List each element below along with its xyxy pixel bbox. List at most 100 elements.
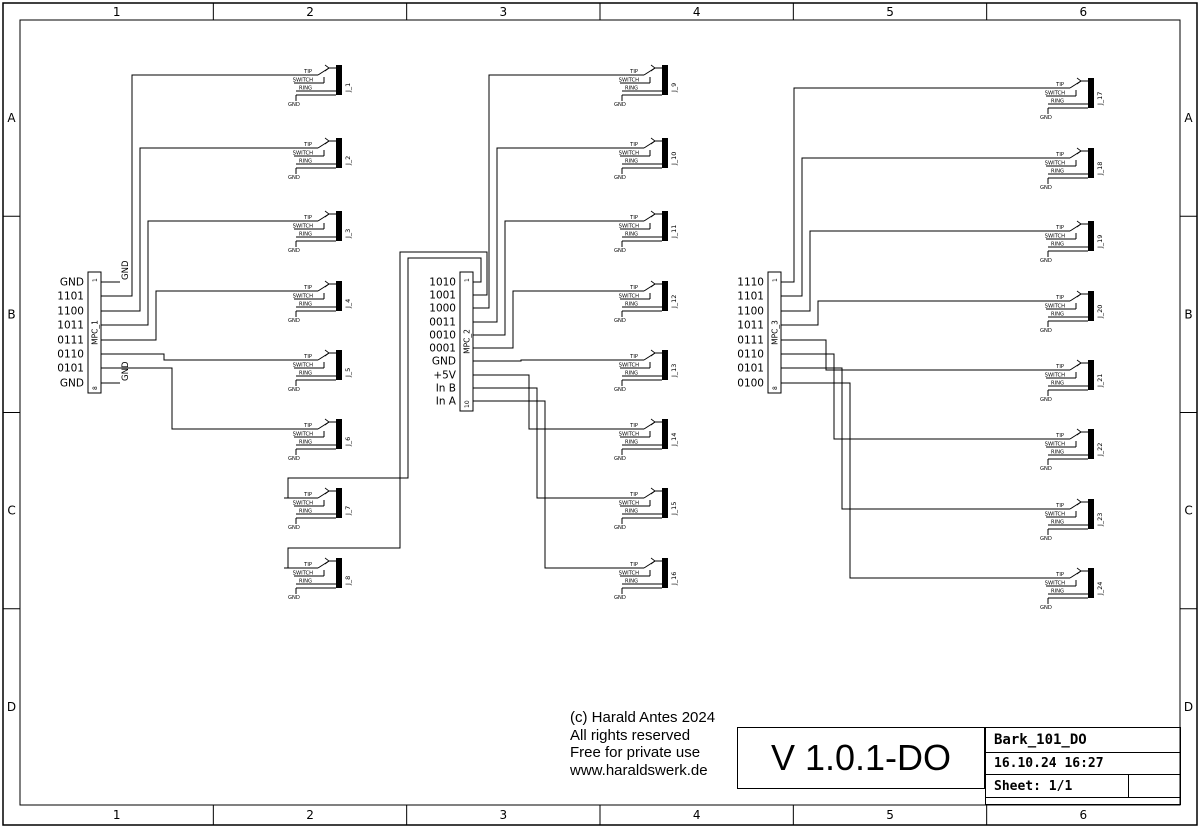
wire-20 (781, 300, 1036, 326)
wire-22 (781, 353, 1036, 440)
pin-number-top: 1 (772, 278, 779, 282)
jack-name: J_11 (670, 225, 678, 239)
lever-arrow-icon (324, 349, 330, 357)
gnd-label: GND (1040, 328, 1052, 334)
gnd-label: GND (288, 175, 300, 181)
switch-label: SWITCH (1045, 234, 1065, 240)
net-label: In A (436, 396, 457, 408)
copyright-block: (c) Harald Antes 2024 All rights reserve… (570, 709, 745, 779)
lever-arrow-icon (650, 210, 656, 218)
net-label: 1100 (737, 306, 764, 318)
gnd-label: GND (288, 456, 300, 462)
jack-body (336, 138, 342, 168)
lever-arrow-icon (650, 349, 656, 357)
gnd-label: GND (288, 525, 300, 531)
wire-14 (473, 374, 610, 430)
jack-body (336, 419, 342, 449)
ring-label: RING (1051, 520, 1064, 526)
jack-name: J_21 (1096, 374, 1104, 388)
switch-label: SWITCH (1045, 442, 1065, 448)
switch-label: SWITCH (293, 432, 313, 438)
gnd-stub-label: GND (121, 361, 131, 381)
tip-label: TIP (629, 492, 638, 498)
jack-name: J_5 (344, 368, 352, 378)
gnd-stub-label: GND (121, 260, 131, 280)
jack-name: J_7 (344, 506, 352, 516)
frame-col-label-top: 3 (500, 5, 508, 19)
lever-arrow-icon (650, 137, 656, 145)
wire-13 (473, 359, 610, 362)
switch-label: SWITCH (1045, 512, 1065, 518)
net-label: 1001 (429, 290, 456, 302)
lever-arrow-icon (650, 487, 656, 495)
jack-body (1088, 78, 1094, 108)
tip-label: TIP (303, 354, 312, 360)
net-label: 0100 (737, 378, 764, 390)
gnd-label: GND (614, 456, 626, 462)
jack-name: J_14 (670, 433, 678, 447)
switch-label: SWITCH (293, 294, 313, 300)
net-label: 1110 (737, 277, 764, 289)
title-block: Bark_101_DO 16.10.24 16:27 Sheet: 1/1 (985, 727, 1181, 805)
ring-label: RING (299, 159, 312, 165)
frame-col-label-bottom: 4 (693, 808, 701, 822)
ring-label: RING (1051, 169, 1064, 175)
frame-col-label-top: 1 (113, 5, 121, 19)
jack-name: J_6 (344, 437, 352, 447)
jack-name: J_23 (1096, 513, 1104, 527)
jack-name: J_1 (344, 83, 352, 93)
gnd-label: GND (1040, 605, 1052, 611)
tip-label: TIP (303, 562, 312, 568)
gnd-label: GND (1040, 397, 1052, 403)
net-label: 0111 (57, 335, 84, 347)
document-title: Bark_101_DO (994, 732, 1087, 748)
jack-name: J_17 (1096, 92, 1104, 106)
inner-border (19, 19, 1181, 806)
net-label: 0101 (737, 363, 764, 375)
gnd-label: GND (1040, 536, 1052, 542)
gnd-label: GND (614, 318, 626, 324)
tip-label: TIP (303, 285, 312, 291)
tip-label: TIP (629, 562, 638, 568)
tip-label: TIP (1055, 82, 1064, 88)
net-label: 1101 (57, 291, 84, 303)
jack-body (336, 211, 342, 241)
ring-label: RING (299, 232, 312, 238)
switch-label: SWITCH (619, 151, 639, 157)
jack-body (662, 350, 668, 380)
gnd-label: GND (614, 175, 626, 181)
connector-name: MPC_2 (463, 329, 472, 354)
switch-label: SWITCH (293, 151, 313, 157)
net-label: 1011 (737, 320, 764, 332)
sheet-number: Sheet: 1/1 (994, 778, 1073, 794)
jack-name: J_13 (670, 364, 678, 378)
jack-body (662, 281, 668, 311)
switch-label: SWITCH (1045, 373, 1065, 379)
switch-label: SWITCH (1045, 304, 1065, 310)
tip-label: TIP (1055, 295, 1064, 301)
jack-name: J_4 (344, 299, 352, 309)
jack-body (336, 488, 342, 518)
connector-name: MPC_1 (91, 320, 100, 345)
wire-11 (473, 220, 610, 336)
website-text: www.haraldswerk.de (570, 761, 708, 779)
jack-body (336, 350, 342, 380)
wire-24 (781, 382, 1036, 579)
pin-number-bottom: 8 (92, 386, 99, 390)
switch-label: SWITCH (619, 363, 639, 369)
net-label: GND (60, 378, 84, 390)
jack-body (1088, 499, 1094, 529)
jack-body (1088, 360, 1094, 390)
jack-name: J_15 (670, 502, 678, 516)
ring-label: RING (625, 440, 638, 446)
gnd-label: GND (1040, 115, 1052, 121)
lever-arrow-icon (1076, 428, 1082, 436)
version-box: V 1.0.1-DO (737, 727, 985, 789)
switch-label: SWITCH (619, 294, 639, 300)
gnd-label: GND (614, 525, 626, 531)
